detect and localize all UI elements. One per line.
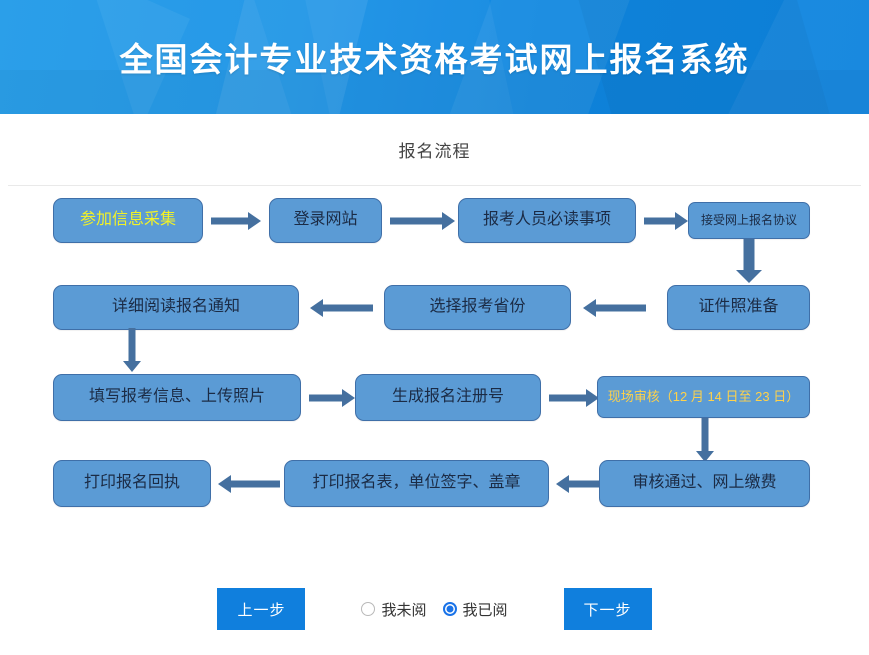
flow-arrow-left: [218, 475, 280, 493]
radio-dot-icon-selected[interactable]: [442, 602, 457, 616]
flow-arrow-left: [310, 299, 373, 317]
flow-arrow-right: [211, 212, 261, 230]
flow-arrow-right: [309, 389, 355, 407]
flow-node-fill-info-upload-photo[interactable]: 填写报考信息、上传照片: [53, 374, 301, 421]
radio-have-read-label: 我已阅: [462, 601, 508, 619]
flow-node-accept-agreement[interactable]: 接受网上报名协议: [688, 202, 810, 239]
flow-node-approved-online-payment[interactable]: 审核通过、网上缴费: [599, 460, 810, 507]
radio-have-read[interactable]: 我已阅: [442, 599, 508, 620]
site-title: 全国会计专业技术资格考试网上报名系统: [119, 41, 750, 78]
flow-connector-down: [734, 239, 764, 283]
title-divider: [8, 185, 861, 186]
flow-node-join-info-collection[interactable]: 参加信息采集: [53, 198, 203, 243]
flow-arrow-left: [583, 299, 646, 317]
flow-arrow-right: [549, 389, 599, 407]
agreement-radio-group: 我未阅 我已阅: [361, 599, 508, 620]
flow-node-select-province[interactable]: 选择报考省份: [384, 285, 571, 330]
flow-arrow-right: [390, 212, 455, 230]
flow-node-required-reading[interactable]: 报考人员必读事项: [458, 198, 636, 243]
flow-connector-down: [694, 418, 716, 462]
registration-flow-diagram: 参加信息采集 登录网站 报考人员必读事项 接受网上报名协议 详细阅读报名通知 选…: [0, 186, 869, 576]
footer-controls: 上一步 我未阅 我已阅 下一步: [0, 588, 869, 630]
flow-node-onsite-review[interactable]: 现场审核（12 月 14 日至 23 日）: [597, 376, 810, 418]
radio-not-read-label: 我未阅: [381, 601, 427, 619]
page-title: 报名流程: [398, 141, 471, 161]
flow-arrow-right: [644, 212, 688, 230]
footer-controls-bar: 上一步 我未阅 我已阅 下一步: [0, 576, 869, 655]
flow-node-login-website[interactable]: 登录网站: [269, 198, 382, 243]
next-step-button[interactable]: 下一步: [563, 588, 652, 630]
flow-node-generate-registration-number[interactable]: 生成报名注册号: [355, 374, 541, 421]
flow-node-photo-preparation[interactable]: 证件照准备: [667, 285, 810, 330]
previous-step-button[interactable]: 上一步: [217, 588, 306, 630]
flow-node-print-receipt[interactable]: 打印报名回执: [53, 460, 211, 507]
section-title-area: 报名流程: [0, 114, 869, 186]
radio-not-read[interactable]: 我未阅: [361, 599, 427, 620]
flow-node-print-form-sign-seal[interactable]: 打印报名表，单位签字、盖章: [284, 460, 549, 507]
flow-node-read-notice[interactable]: 详细阅读报名通知: [53, 285, 299, 330]
radio-dot-icon[interactable]: [361, 602, 376, 616]
site-header: 全国会计专业技术资格考试网上报名系统: [0, 0, 869, 114]
flow-connector-down: [121, 328, 143, 372]
